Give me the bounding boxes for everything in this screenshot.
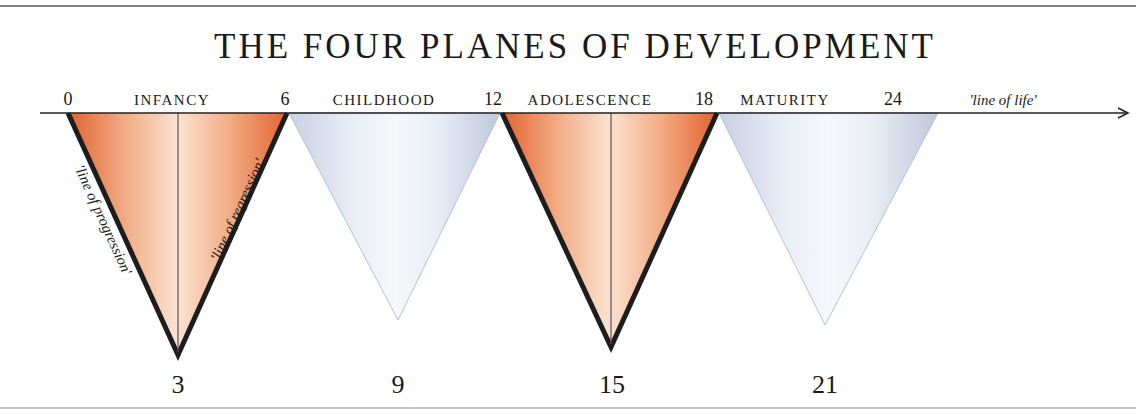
- age-mark: 24: [884, 90, 902, 108]
- midpoint-age: 9: [392, 372, 405, 398]
- diagram-title: THE FOUR PLANES OF DEVELOPMENT: [214, 29, 936, 64]
- plane-triangle: [502, 113, 717, 347]
- plane-name: CHILDHOOD: [333, 93, 436, 108]
- axis-label: 'line of life': [969, 93, 1036, 108]
- age-mark: 0: [64, 90, 73, 108]
- midpoint-age: 21: [812, 372, 838, 398]
- axis-arrowhead: [1118, 108, 1128, 118]
- plane-midline: [177, 113, 178, 352]
- plane-name: MATURITY: [740, 93, 830, 108]
- age-mark: 18: [695, 90, 713, 108]
- bottom-rule: [0, 408, 1136, 409]
- plane-triangle: [719, 113, 938, 325]
- plane-name: INFANCY: [134, 93, 210, 108]
- top-rule: [0, 5, 1136, 7]
- regression-label: 'line of regression': [208, 157, 267, 264]
- plane-triangle: [289, 113, 500, 320]
- age-mark: 6: [281, 90, 290, 108]
- progression-label: 'line of progression': [72, 163, 135, 277]
- plane-midline: [610, 113, 611, 344]
- plane-outline: [68, 113, 287, 355]
- midpoint-age: 3: [172, 372, 185, 398]
- plane-triangle: [68, 113, 287, 355]
- life-axis: [40, 112, 1126, 114]
- plane-name: ADOLESCENCE: [528, 93, 653, 108]
- midpoint-age: 15: [599, 372, 625, 398]
- plane-outline: [502, 113, 717, 347]
- age-mark: 12: [484, 90, 502, 108]
